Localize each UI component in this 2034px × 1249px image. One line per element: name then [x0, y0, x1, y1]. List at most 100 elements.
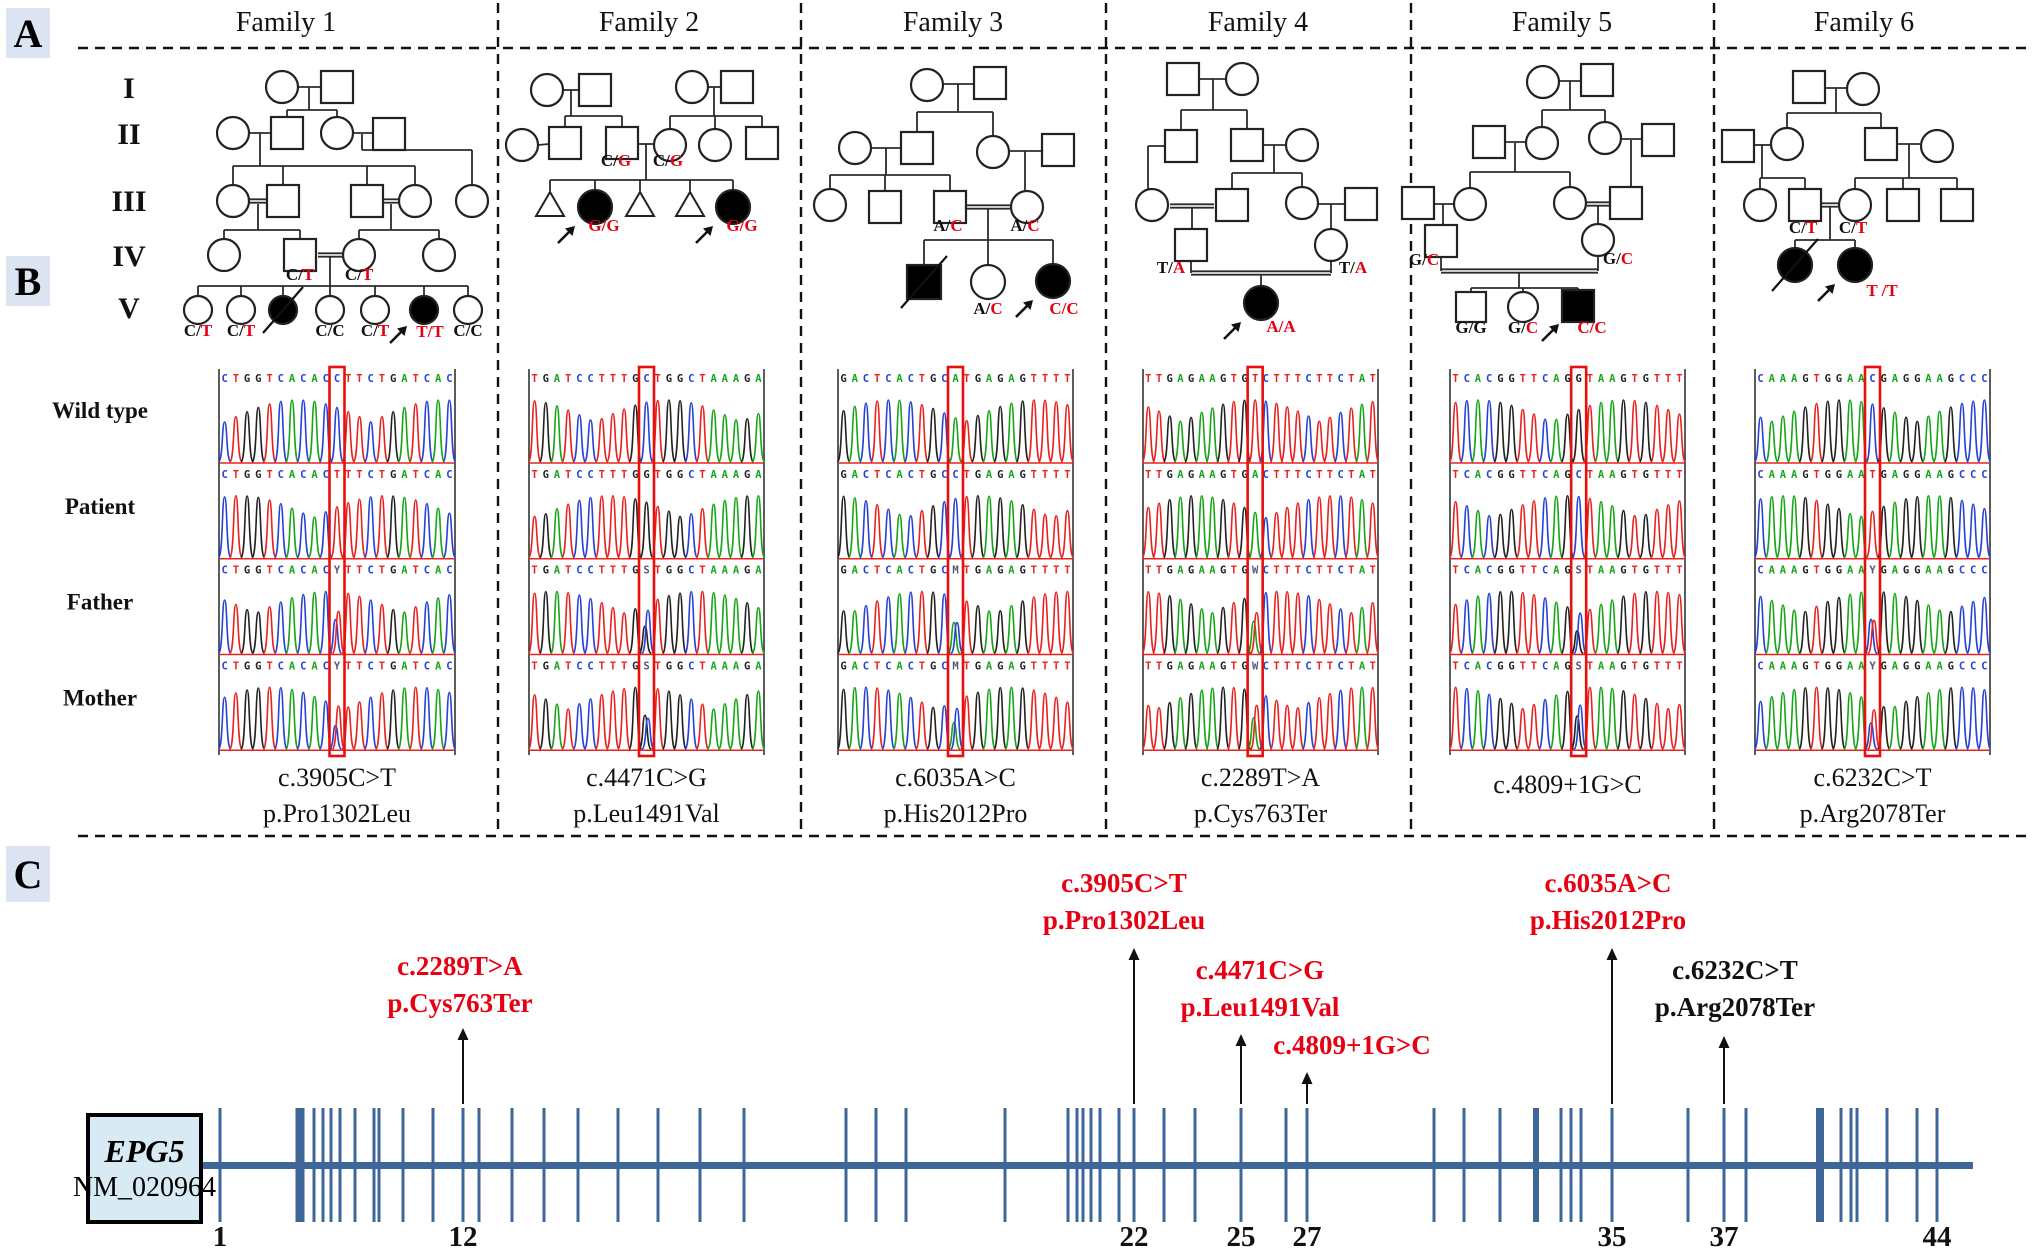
base-letter: G [1881, 565, 1887, 577]
trace-peak [1899, 498, 1913, 559]
trace-peak [1504, 590, 1519, 655]
base-letter: A [1177, 469, 1184, 481]
base-letter: A [1177, 660, 1184, 672]
trace-peak [870, 600, 884, 655]
trace-peak [217, 696, 232, 750]
trace-peak [1966, 400, 1980, 463]
trace-peak [1482, 693, 1496, 750]
trace-peak [1248, 399, 1262, 463]
pedigree-member [932, 189, 968, 225]
trace-peak [695, 590, 710, 655]
base-letter: T [345, 565, 351, 577]
trace-peak [1471, 509, 1485, 559]
base-letter: G [390, 660, 396, 672]
trace-peak [993, 497, 1007, 559]
base-letter: T [1520, 660, 1526, 672]
base-letter: C [368, 660, 374, 672]
pedigree-member [719, 69, 755, 105]
trace-peak [1549, 694, 1564, 750]
trace-peak [1672, 703, 1687, 750]
generation-label: I [123, 72, 135, 105]
exon-tick [1432, 1108, 1436, 1222]
trace-peak [706, 503, 721, 559]
trace-peak [740, 417, 754, 463]
genotype-label: C/C [453, 321, 482, 340]
trace-peak [1672, 593, 1687, 655]
trace-peak [1323, 603, 1337, 655]
base-letter: G [975, 660, 981, 672]
pedigree-member [215, 183, 251, 219]
base-letter: A [1936, 660, 1943, 672]
trace-peak [948, 497, 963, 559]
base-letter: G [666, 660, 672, 672]
trace-peak [397, 496, 412, 559]
base-letter: G [1167, 565, 1173, 577]
trace-peak [1594, 401, 1608, 463]
trace-peak [1247, 716, 1261, 751]
base-letter: C [1542, 565, 1548, 577]
exon-tick [1098, 1108, 1102, 1222]
base-letter: T [1327, 660, 1333, 672]
trace-peak [285, 507, 299, 559]
trace-peak [1205, 611, 1220, 655]
trace-peak [639, 501, 654, 559]
exon-tick [904, 1108, 908, 1222]
trace-peak [539, 512, 553, 559]
trace-peak [706, 591, 721, 655]
trace-peak [1955, 605, 1969, 655]
base-letter: T [1042, 660, 1048, 672]
pedigree-member [1640, 122, 1676, 158]
trace-peak [330, 406, 344, 463]
base-letter: T [1587, 660, 1593, 672]
pedigree-member [909, 67, 945, 103]
base-letter: T [1053, 469, 1059, 481]
base-letter: G [390, 469, 396, 481]
exon-tick [1066, 1108, 1070, 1222]
base-letter: A [554, 660, 561, 672]
mutation-arrowhead [457, 1028, 469, 1040]
pedigree-member [576, 188, 614, 226]
trace-peak [706, 409, 721, 463]
base-letter: A [289, 469, 296, 481]
exon-tick [1305, 1108, 1309, 1222]
trace-peak [1932, 410, 1947, 463]
gene-mutation-annotation: c.4809+1G>C [1273, 1030, 1431, 1104]
pedigree-member [547, 125, 583, 161]
base-letter: C [1464, 660, 1470, 672]
trace-peak [1027, 596, 1041, 655]
gene-mutation-annotation: c.6035A>Cp.His2012Pro [1530, 868, 1686, 1104]
pedigree-member [182, 294, 214, 326]
base-letter: C [446, 565, 452, 577]
pedigree-member [697, 127, 733, 163]
exon-tick [295, 1108, 305, 1222]
trace-peak [1301, 701, 1316, 750]
trace-peak [673, 515, 687, 559]
trace-peak [926, 591, 940, 655]
base-letter: A [1936, 469, 1943, 481]
trace-peak [572, 413, 587, 463]
mutation-protein-label: p.Pro1302Leu [1043, 905, 1205, 935]
trace-peak [740, 495, 754, 559]
base-letter: C [1981, 660, 1987, 672]
trace-peak [617, 687, 631, 750]
trace-peak [606, 606, 620, 655]
base-letter: G [1241, 565, 1247, 577]
proband-arrowhead [703, 226, 713, 236]
pedigree-member [674, 69, 710, 105]
base-letter: G [1497, 469, 1503, 481]
trace-peak [859, 500, 873, 559]
base-letter: A [755, 565, 762, 577]
exon-number-label: 35 [1598, 1221, 1627, 1249]
base-letter: A [1598, 469, 1605, 481]
base-letter: T [1676, 469, 1682, 481]
base-letter: C [300, 660, 306, 672]
exon-tick [1533, 1108, 1539, 1222]
trace-peak [1661, 408, 1675, 463]
trace-peak [1921, 415, 1936, 463]
trace-peak [1616, 595, 1631, 655]
trace-peak [848, 686, 862, 750]
base-letter: T [1284, 565, 1290, 577]
tspan-shape: T [244, 321, 256, 340]
trace-peak [1355, 498, 1369, 559]
base-letter: C [300, 565, 306, 577]
